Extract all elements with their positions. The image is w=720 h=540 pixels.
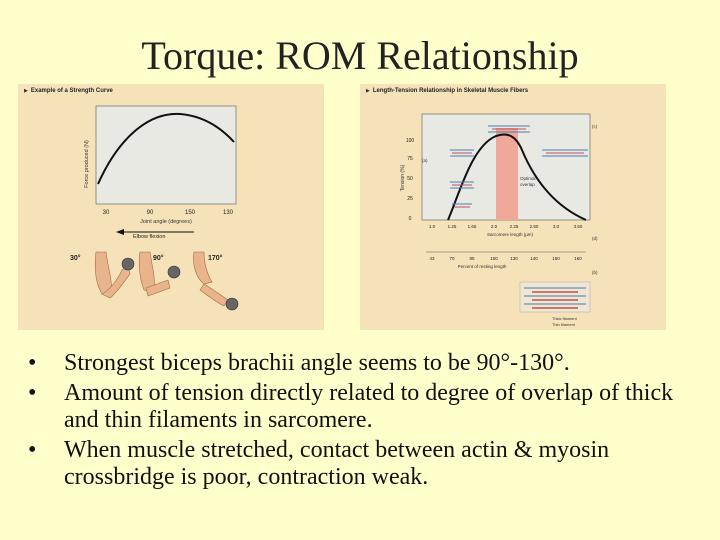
lt-xtick: 1.65 [468,224,477,229]
slide-title: Torque: ROM Relationship [141,33,579,78]
lt-ytick: 50 [407,176,413,182]
length-tension-title: ▶Length-Tension Relationship in Skeletal… [366,88,528,94]
bullet-item: • When muscle stretched, contact between … [28,437,698,491]
lt-xtick: 3.0 [553,224,560,229]
percent-tick: 85 [469,256,475,261]
bullet-symbol: • [28,380,37,406]
triangle-bullet-icon: ▶ [366,88,370,94]
percent-tick: 43 [429,256,435,261]
lt-ytick: 0 [409,216,412,222]
length-tension-svg: 100 75 50 25 0 Tension (%) (a) (c) (d) (… [400,113,598,327]
arm-90-illustration [138,251,181,297]
bullet-text: When muscle stretched, contact between a… [64,437,610,490]
panel-letter: (c) [592,124,598,129]
strength-xlabel: Joint angle (degrees) [140,219,192,225]
bullet-symbol: • [28,437,37,463]
bullet-list: • Strongest biceps brachii angle seems to… [28,350,698,494]
length-tension-curve [447,133,587,221]
lt-xtick: 1.25 [448,224,457,229]
lt-ytick: 25 [407,196,413,202]
panel-letter: (a) [422,158,428,163]
lt-ylabel: Tension (%) [400,164,406,191]
percent-tick: 100 [490,256,498,261]
lt-xtick: 2.50 [530,224,539,229]
strength-xtick: 90 [147,210,154,216]
arm-30-illustration [94,251,135,299]
arm-angle-label: 90° [153,254,164,262]
strength-ylabel: Force produced (N) [84,140,90,188]
sarcomere-icon [450,125,588,208]
bullet-item: • Strongest biceps brachii angle seems to… [28,350,698,377]
strength-curve-line [97,112,235,185]
length-tension-figure: ▶Length-Tension Relationship in Skeletal… [360,84,666,330]
lt-xlabel: Sarcomere length (µm) [487,232,534,237]
myofilament-diagram [519,281,591,313]
strength-curve-title: ▶Example of a Strength Curve [24,88,113,94]
strength-curve-figure: ▶Example of a Strength Curve Force produ… [18,84,324,330]
percent-tick: 70 [449,256,455,261]
strength-curve-title-text: Example of a Strength Curve [30,88,113,94]
bullet-symbol: • [28,350,37,376]
plot-area [95,105,237,205]
lt-xtick: 2.0 [491,224,498,229]
arm-angle-label: 30° [70,254,81,262]
percent-tick: 160 [574,256,582,261]
bullet-item: • Amount of tension directly related to d… [28,380,698,434]
optimal-overlap-band [496,128,518,220]
lt-xtick: 3.50 [574,224,583,229]
lt-xtick: 2.25 [510,224,519,229]
panel-letter: (b) [592,270,598,275]
percent-tick: 150 [552,256,560,261]
triangle-bullet-icon: ▶ [24,88,28,94]
panel-letter: (d) [592,236,598,241]
bullet-text: Strongest biceps brachii angle seems to … [64,350,570,376]
thick-filament-label: Thick filament [552,316,578,321]
length-tension-title-text: Length-Tension Relationship in Skeletal … [372,88,529,94]
strength-xtick: 30 [103,210,110,216]
arm-angle-label: 170° [208,254,223,262]
percent-label: Percent of resting length [458,264,507,269]
arm-170-illustration [193,251,239,311]
elbow-flexion-label: Elbow flexion [133,234,165,240]
strength-curve-svg: Force produced (N) 30 90 150 130 Joint a… [70,105,239,311]
bullet-text: Amount of tension directly related to de… [64,380,674,433]
percent-tick: 140 [530,256,538,261]
thin-filament-label: Thin filament [552,322,576,327]
overlap-label: overlap [520,182,535,187]
arrow-head-icon [116,229,124,235]
lt-xtick: 1.0 [429,224,436,229]
percent-tick: 130 [510,256,518,261]
lt-ytick: 100 [406,138,415,144]
optimal-label: Optimal [520,176,536,181]
strength-xtick: 150 [185,210,196,216]
strength-xtick: 130 [223,210,234,216]
lt-ytick: 75 [407,156,413,162]
